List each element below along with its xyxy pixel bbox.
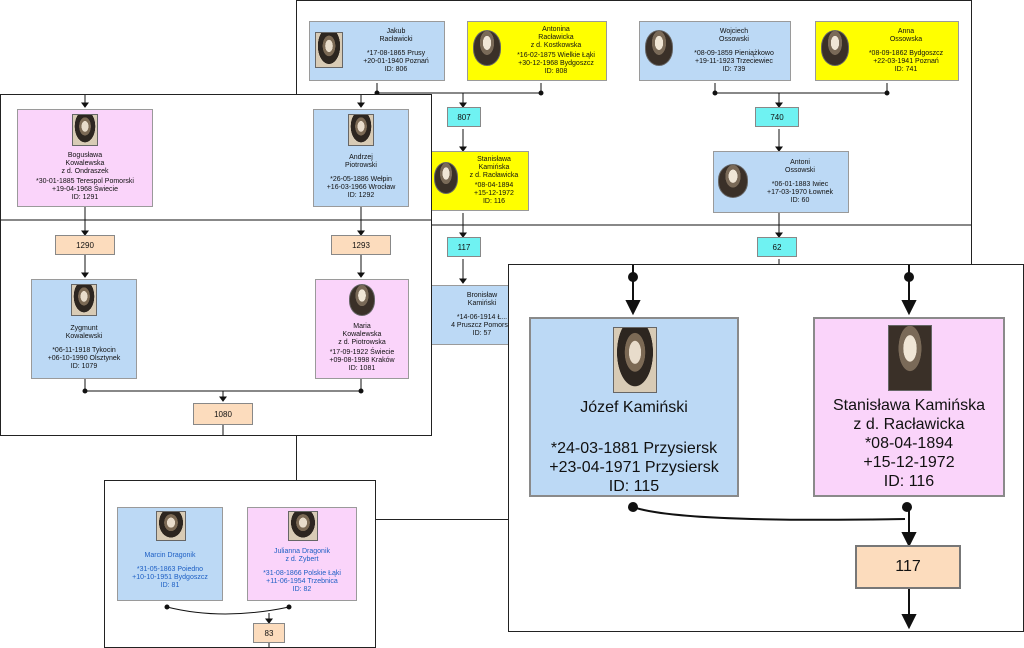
portrait-photo: [473, 30, 501, 66]
person-name: Andrzej Piotrowski: [345, 154, 377, 169]
person-name: Stanisława Kamińska z d. Racławicka: [832, 396, 986, 433]
person-card-andrzej-piotrowski[interactable]: Andrzej Piotrowski *26-05-1886 Wełpin +1…: [313, 109, 409, 207]
person-dates: *31-05-1863 Poiedno +10-10-1951 Bydgoszc…: [132, 566, 208, 589]
person-card-zygmunt-kowalewski[interactable]: Zygmunt Kowalewski *06-11-1918 Tykocin +…: [31, 279, 137, 379]
person-name: Antonina Racławicka z d. Kostkowska: [530, 26, 582, 49]
person-card-jozef-kaminski[interactable]: Józef Kamiński *24-03-1881 Przysiersk +2…: [529, 317, 739, 497]
person-dates: *24-03-1881 Przysiersk +23-04-1971 Przys…: [549, 440, 719, 495]
family-id-badge-117-zoom[interactable]: 117: [855, 545, 961, 589]
person-name: Antoni Ossowski: [785, 159, 815, 174]
person-dates: *31-08-1866 Polskie Łąki +11-06-1954 Trz…: [263, 570, 341, 593]
person-card-antonina-raclawicka[interactable]: Antonina Racławicka z d. Kostkowska *16-…: [467, 21, 607, 81]
person-dates: *08-04-1894 +15-12-1972 ID: 116: [863, 434, 955, 490]
person-name: Julianna Dragonik z d. Zybert: [273, 548, 331, 563]
portrait-photo: [645, 30, 673, 66]
family-id-badge-117[interactable]: 117: [447, 237, 481, 257]
portrait-photo: [349, 284, 375, 316]
person-name: Maria Kowalewska z d. Piotrowska: [338, 323, 386, 346]
family-id-badge-1080[interactable]: 1080: [193, 403, 253, 425]
tree-panel-dragonik: Marcin Dragonik *31-05-1863 Poiedno +10-…: [104, 480, 376, 648]
person-dates: *30-01-1885 Terespol Pomorski +19-04-196…: [36, 178, 134, 201]
family-id-badge-740[interactable]: 740: [755, 107, 799, 127]
person-name: Bogusława Kowalewska z d. Ondraszek: [61, 152, 109, 175]
person-dates: *14-06-1914 Ł... 4 Pruszcz Pomorski ID: …: [451, 314, 513, 337]
person-dates: *06-11-1918 Tykocin +06-10-1990 Olsztyne…: [47, 347, 121, 370]
person-dates: *17-08-1865 Prusy +20-01-1940 Poznań ID:…: [363, 50, 429, 73]
person-card-marcin-dragonik[interactable]: Marcin Dragonik *31-05-1863 Poiedno +10-…: [117, 507, 223, 601]
portrait-photo: [315, 32, 343, 68]
portrait-photo: [72, 114, 98, 146]
portrait-photo: [434, 162, 458, 194]
portrait-photo: [348, 114, 374, 146]
person-name: Zygmunt Kowalewski: [65, 325, 103, 340]
person-name: Bronisław Kamiński: [466, 292, 498, 307]
person-card-anna-ossowska[interactable]: Anna Ossowska *08-09-1862 Bydgoszcz +22-…: [815, 21, 959, 81]
person-dates: *26-05-1886 Wełpin +16-03-1966 Wrocław I…: [326, 176, 396, 199]
person-card-boguslawa-kowalewska[interactable]: Bogusława Kowalewska z d. Ondraszek *30-…: [17, 109, 153, 207]
family-id-badge-807[interactable]: 807: [447, 107, 481, 127]
portrait-photo: [613, 327, 657, 393]
person-name: Wojciech Ossowski: [719, 28, 749, 43]
family-id-badge-62[interactable]: 62: [757, 237, 797, 257]
person-card-stanislawa-kaminska[interactable]: Stanisława Kamińska z d. Racławicka *08-…: [431, 151, 529, 211]
person-dates: *06-01-1883 Iwiec +17-03-1970 Łownek ID:…: [767, 181, 833, 204]
person-name: Anna Ossowska: [889, 28, 923, 43]
person-card-maria-kowalewska[interactable]: Maria Kowalewska z d. Piotrowska *17-09-…: [315, 279, 409, 379]
family-id-badge-83[interactable]: 83: [253, 623, 285, 643]
person-card-julianna-dragonik[interactable]: Julianna Dragonik z d. Zybert *31-08-186…: [247, 507, 357, 601]
family-id-badge-1293[interactable]: 1293: [331, 235, 391, 255]
person-name: Marcin Dragonik: [144, 552, 196, 559]
portrait-photo: [888, 325, 932, 391]
person-dates: *08-09-1862 Bydgoszcz +22-03-1941 Poznań…: [868, 50, 944, 73]
person-dates: *16-02-1875 Wielkie Łąki +30-12-1968 Byd…: [517, 52, 595, 75]
tree-panel-zoomed-kaminski: Józef Kamiński *24-03-1881 Przysiersk +2…: [508, 264, 1024, 632]
person-dates: *08-09-1859 Pieniążkowo +19-11-1923 Trze…: [694, 50, 774, 73]
family-id-badge-1290[interactable]: 1290: [55, 235, 115, 255]
person-name: Stanisława Kamińska z d. Racławicka: [469, 156, 519, 179]
person-card-antoni-ossowski[interactable]: Antoni Ossowski *06-01-1883 Iwiec +17-03…: [713, 151, 849, 213]
portrait-photo: [718, 164, 748, 198]
person-name: Józef Kamiński: [580, 399, 688, 416]
person-card-wojciech-ossowski[interactable]: Wojciech Ossowski *08-09-1859 Pieniążkow…: [639, 21, 791, 81]
portrait-photo: [156, 511, 186, 541]
person-card-stanislawa-kaminska-zoom[interactable]: Stanisława Kamińska z d. Racławicka *08-…: [813, 317, 1005, 497]
portrait-photo: [71, 284, 97, 316]
person-dates: *08-04-1894 +15-12-1972 ID: 116: [474, 182, 514, 205]
portrait-photo: [288, 511, 318, 541]
person-name: Jakub Racławicki: [379, 28, 413, 43]
portrait-photo: [821, 30, 849, 66]
person-dates: *17-09-1922 Świecie +09-08-1998 Kraków I…: [329, 349, 395, 372]
tree-panel-kowalewski: Bogusława Kowalewska z d. Ondraszek *30-…: [0, 94, 432, 436]
person-card-jakub-raclawicki[interactable]: Jakub Racławicki *17-08-1865 Prusy +20-0…: [309, 21, 445, 81]
